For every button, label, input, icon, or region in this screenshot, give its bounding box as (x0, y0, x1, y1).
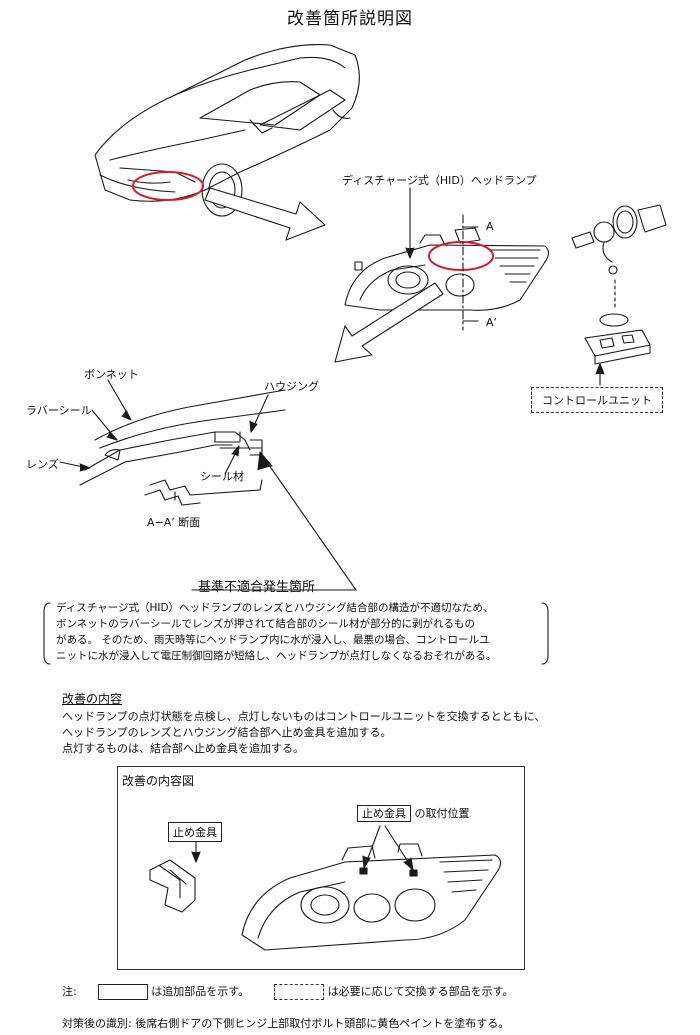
defect-description: ディスチャージ式（HID）ヘッドランプのレンズとハウジング結合部の構造が不適切な… (56, 600, 666, 664)
arrow-to-section (334, 282, 444, 363)
improvement-line: 点灯するものは、結合部へ止め金具を追加する。 (62, 742, 304, 755)
headlamp-assembly (344, 227, 550, 311)
bulb-parts (571, 204, 667, 311)
page-title: 改善箇所説明図 (287, 9, 413, 29)
legend-added-swatch (97, 984, 148, 1000)
seal-material-label: シール材 (200, 470, 244, 483)
lens-label: レンズ (26, 458, 59, 471)
stopper-position-suffix: の取付位置 (414, 807, 470, 820)
stopper-position-label: 止め金具 (357, 805, 411, 822)
housing-label: ハウジング (264, 380, 319, 393)
legend-added-text: は追加部品を示す。 (151, 985, 250, 998)
defect-line: がある。 そのため、雨天時等にヘッドランプ内に水が浸入し、最悪の場合、コントロー… (56, 634, 490, 646)
legend-note: 注: は追加部品を示す。 は必要に応じて交換する部品を示す。 (62, 983, 514, 1000)
control-unit-label: コントロールユニット (531, 387, 663, 413)
stopper-label: 止め金具 (168, 822, 222, 842)
defect-line: ディスチャージ式（HID）ヘッドランプのレンズとハウジング結合部の構造が不適切な… (56, 602, 494, 614)
bonnet-label: ボンネット (84, 368, 139, 381)
improvement-line: ヘッドランプのレンズとハウジング結合部へ止め金具を追加する。 (62, 726, 392, 739)
defect-line: ボンネットのラバーシールでレンズが押されて結合部のシール材が部分的に剥がれるもの (56, 618, 475, 630)
legend-replaced-swatch (274, 984, 325, 1000)
improvement-heading: 改善の内容 (62, 692, 123, 706)
legend-replaced-text: は必要に応じて交換する部品を示す。 (327, 985, 514, 998)
post-fix-identification: 対策後の識別: 後席右側ドアの下側ヒンジ上部取付ボルト頭部に黄色ペイントを塗布す… (62, 1017, 510, 1030)
arrow-car-to-headlamp (204, 187, 326, 241)
improvement-figure-frame (117, 766, 525, 970)
stopper-clip-drawing (149, 859, 196, 913)
legend-prefix: 注: (62, 985, 77, 998)
improvement-line: ヘッドランプの点灯状態を点検し、点灯しないものはコントロールユニットを交換すると… (62, 710, 546, 723)
defect-line: ニットに水が浸入して電圧制御回路が短絡し、ヘッドランプが点灯しなくなるおそれがあ… (56, 650, 497, 662)
rubber-seal-label: ラバーシール (26, 404, 92, 417)
car-headlamp-highlight (132, 171, 204, 201)
cross-section-drawing (79, 389, 286, 506)
car-illustration (94, 44, 360, 217)
defect-location-title: 基準不適合発生箇所 (198, 580, 316, 595)
section-a-prime-label: A’ (486, 316, 498, 329)
improvement-figure-title: 改善の内容図 (122, 774, 195, 788)
section-view-label: A−A’ 断面 (147, 516, 201, 529)
stopper-position-callout: 止め金具 の取付位置 (357, 805, 470, 822)
control-unit-drawing (584, 313, 651, 365)
headlamp-joint-highlight (428, 241, 494, 271)
section-a-label: A (486, 220, 494, 233)
hid-headlamp-label: ディスチャージ式（HID）ヘッドランプ (342, 174, 537, 187)
